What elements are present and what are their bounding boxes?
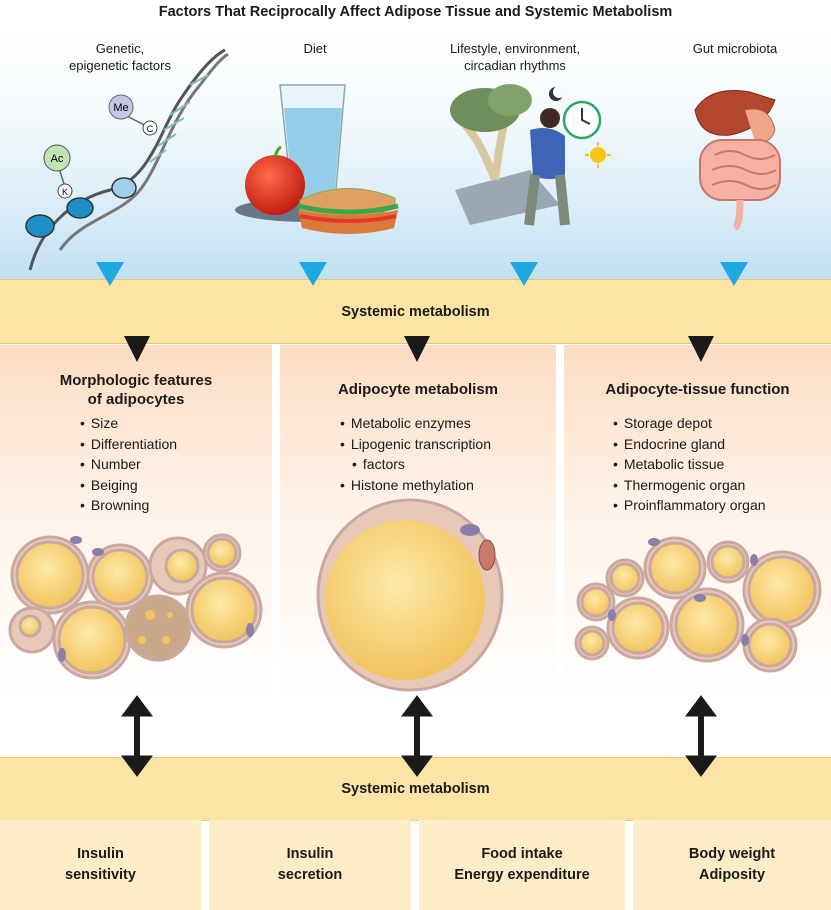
factors-background <box>0 28 831 280</box>
adipocyte-cluster-morphology <box>8 533 263 680</box>
double-arrow-icon <box>121 695 153 777</box>
me-label: Me <box>113 102 128 114</box>
list-item: Browning <box>80 495 177 516</box>
dna-helix-icon <box>25 48 229 271</box>
factor-diet-label: Diet <box>303 41 327 56</box>
diet-icon <box>235 84 399 234</box>
input-arrows <box>96 262 748 286</box>
double-arrow-icon <box>685 695 717 777</box>
list-item: Differentiation <box>80 434 177 455</box>
arrow-down-icon <box>510 262 538 286</box>
adipocyte-cluster-function <box>574 536 822 673</box>
gut-microbiota-icon <box>694 89 781 231</box>
list-item: Storage depot <box>613 413 766 434</box>
list-item: Lipogenic transcription <box>340 434 491 455</box>
arrow-down-icon <box>720 262 748 286</box>
adipocyte-metabolism-list: Metabolic enzymes Lipogenic transcriptio… <box>340 413 491 495</box>
column-title-adipocyte-metabolism: Adipocyte metabolism <box>337 381 499 398</box>
list-item: Endocrine gland <box>613 434 766 455</box>
figure-title: Factors That Reciprocally Affect Adipose… <box>158 4 673 20</box>
adipocyte-large <box>316 498 504 692</box>
c-label: C <box>147 124 154 134</box>
column-title-morphology: Morphologic features of adipocytes <box>59 372 213 408</box>
arrow-down-icon <box>124 336 150 362</box>
bidirectional-arrows <box>121 695 717 777</box>
factor-microbiota-label: Gut microbiota <box>692 41 778 56</box>
tissue-function-list: Storage depot Endocrine gland Metabolic … <box>613 413 766 516</box>
list-item: Metabolic tissue <box>613 454 766 475</box>
factor-genetic-label: Genetic, epigenetic factors <box>69 41 171 73</box>
arrow-down-icon <box>299 262 327 286</box>
effect-arrows <box>124 336 714 362</box>
double-arrow-icon <box>401 695 433 777</box>
ac-label: Ac <box>51 153 64 165</box>
factor-lifestyle-label: Lifestyle, environment, circadian rhythm… <box>449 41 581 73</box>
list-item: Thermogenic organ <box>613 475 766 496</box>
list-item: Histone methylation <box>340 475 491 496</box>
morphology-list: Size Differentiation Number Beiging Brow… <box>80 413 177 516</box>
list-item: Beiging <box>80 475 177 496</box>
acetylation-marker-icon: Ac K <box>43 144 73 199</box>
methylation-marker-icon: Me C <box>108 94 158 136</box>
lifestyle-runner-icon <box>450 84 611 226</box>
arrow-down-icon <box>688 336 714 362</box>
arrow-down-icon <box>404 336 430 362</box>
column-title-tissue-function: Adipocyte-tissue function <box>605 381 790 398</box>
list-item-continuation: factors <box>340 454 491 475</box>
list-item: Size <box>80 413 177 434</box>
list-item: Number <box>80 454 177 475</box>
k-label: K <box>62 187 68 197</box>
arrow-down-icon <box>96 262 124 286</box>
list-item: Proinflammatory organ <box>613 495 766 516</box>
list-item: Metabolic enzymes <box>340 413 491 434</box>
